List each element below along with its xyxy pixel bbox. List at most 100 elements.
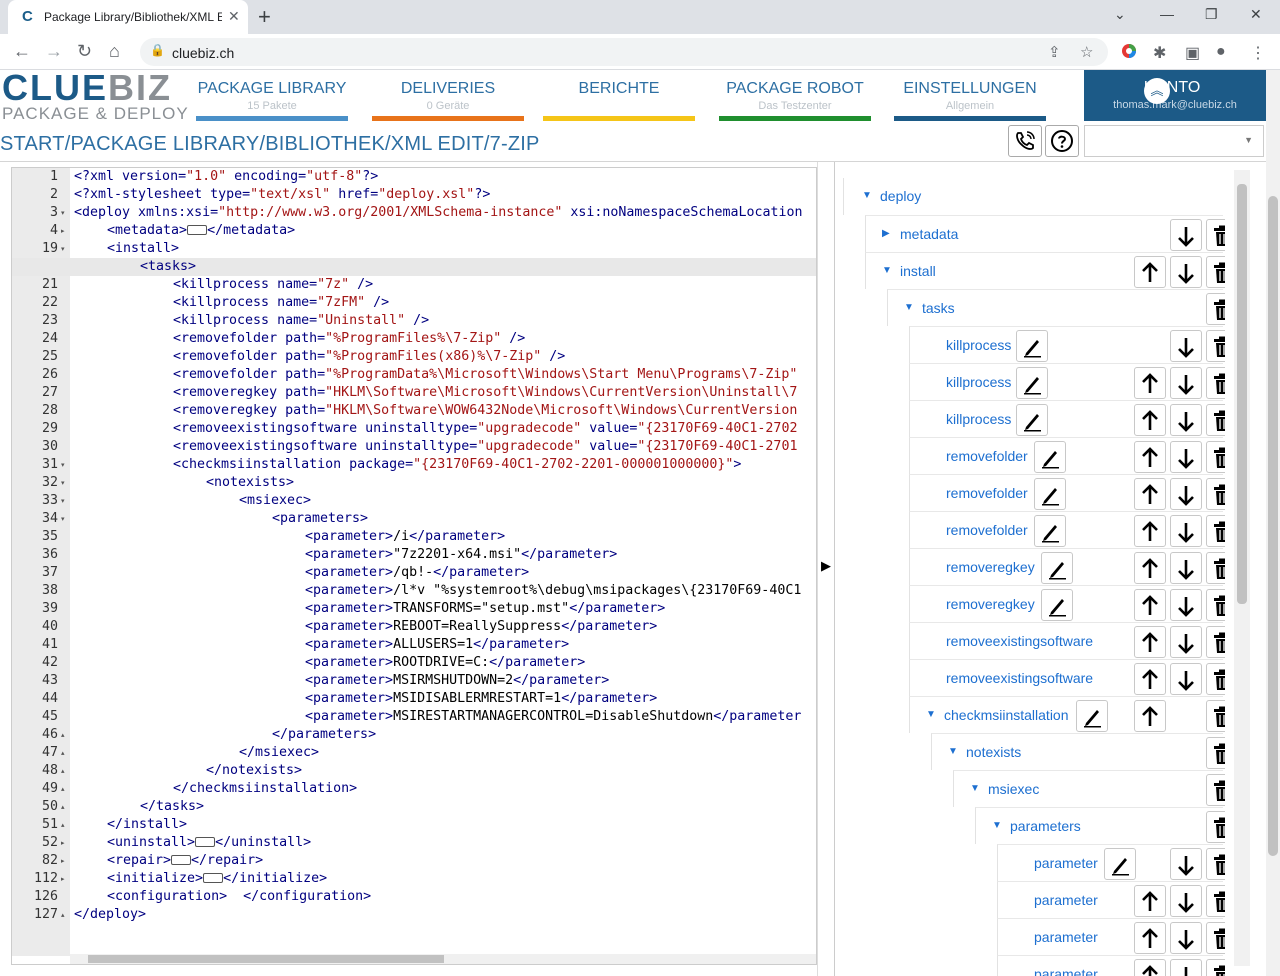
move-down-button[interactable] xyxy=(1170,885,1202,917)
code-line[interactable]: </notexists> xyxy=(206,763,303,778)
close-tab-icon[interactable]: ✕ xyxy=(228,8,240,24)
code-line[interactable]: <removeexistingsoftware uninstalltype="u… xyxy=(173,439,798,454)
scrollbar-thumb[interactable] xyxy=(1237,184,1247,604)
tree-node-parameter[interactable]: parameter xyxy=(997,881,1225,918)
code-line[interactable]: <removefolder path="%ProgramData%\Micros… xyxy=(173,367,798,382)
move-up-button[interactable] xyxy=(1134,404,1166,436)
code-line[interactable]: <parameters> xyxy=(272,511,369,526)
tree-node-label[interactable]: parameters xyxy=(1010,818,1081,834)
move-down-button[interactable] xyxy=(1170,552,1202,584)
move-down-button[interactable] xyxy=(1170,256,1202,288)
move-down-button[interactable] xyxy=(1170,626,1202,658)
new-tab-icon[interactable]: + xyxy=(258,4,271,29)
color-extension-icon[interactable] xyxy=(1121,43,1137,64)
code-line[interactable]: <deploy xmlns:xsi="http://www.w3.org/200… xyxy=(74,205,803,220)
tree-node-notexists[interactable]: ▼notexists xyxy=(931,733,1225,770)
expand-right-icon[interactable]: ▶ xyxy=(821,558,831,573)
expanded-caret-icon[interactable]: ▼ xyxy=(992,820,1002,831)
code-line[interactable]: <checkmsiinstallation package="{23170F69… xyxy=(173,457,742,472)
minimize-icon[interactable]: — xyxy=(1160,6,1174,22)
tree-node-killprocess[interactable]: killprocess xyxy=(909,326,1225,363)
fold-toggle-icon[interactable]: ▴ xyxy=(61,732,65,739)
code-line[interactable]: </checkmsiinstallation> xyxy=(173,781,358,796)
move-down-button[interactable] xyxy=(1170,848,1202,880)
forward-icon[interactable]: → xyxy=(45,41,63,61)
move-down-button[interactable] xyxy=(1170,330,1202,362)
tree-node-parameter[interactable]: parameter xyxy=(997,844,1225,881)
code-line[interactable]: <msiexec> xyxy=(239,493,312,508)
fold-toggle-icon[interactable]: ▾ xyxy=(61,498,65,505)
folded-widget-icon[interactable] xyxy=(195,837,216,847)
code-line[interactable]: <removefolder path="%ProgramFiles%\7-Zip… xyxy=(173,331,526,346)
delete-button[interactable] xyxy=(1206,256,1225,288)
tree-node-label[interactable]: tasks xyxy=(922,300,955,316)
code-line[interactable]: <configuration> </configuration> xyxy=(107,889,372,904)
delete-button[interactable] xyxy=(1206,663,1225,695)
code-line[interactable]: <parameter>MSIRMSHUTDOWN=2</parameter> xyxy=(305,673,610,688)
code-line[interactable]: <parameter>ROOTDRIVE=C:</parameter> xyxy=(305,655,586,670)
code-line[interactable]: <parameter>TRANSFORMS="setup.mst"</param… xyxy=(305,601,666,616)
tree-node-install[interactable]: ▼install xyxy=(865,252,1225,289)
tree-node-label[interactable]: killprocess xyxy=(946,337,1012,353)
move-up-button[interactable] xyxy=(1134,589,1166,621)
delete-button[interactable] xyxy=(1206,959,1225,976)
move-down-button[interactable] xyxy=(1170,367,1202,399)
edit-button[interactable] xyxy=(1034,441,1066,473)
move-down-button[interactable] xyxy=(1170,663,1202,695)
nav-package-library[interactable]: PACKAGE LIBRARY 15 Pakete xyxy=(196,70,348,121)
fold-toggle-icon[interactable]: ▾ xyxy=(61,462,65,469)
extensions-icon[interactable]: ✱ xyxy=(1153,45,1167,62)
code-line[interactable]: <killprocess name="Uninstall" /> xyxy=(173,313,430,328)
move-down-button[interactable] xyxy=(1170,922,1202,954)
support-call-button[interactable] xyxy=(1008,125,1042,157)
code-line[interactable]: </deploy> xyxy=(74,907,147,922)
tree-node-label[interactable]: removeregkey xyxy=(946,559,1035,575)
fold-toggle-icon[interactable]: ▾ xyxy=(61,480,65,487)
move-up-button[interactable] xyxy=(1134,626,1166,658)
move-up-button[interactable] xyxy=(1134,922,1166,954)
code-line[interactable]: <parameter>/l*v "%systemroot%\debug\msip… xyxy=(305,583,802,598)
tree-node-label[interactable]: removefolder xyxy=(946,485,1028,501)
move-down-button[interactable] xyxy=(1170,219,1202,251)
xml-code-editor[interactable]: 123▾4▸19▾20▾2122232425262728293031▾32▾33… xyxy=(11,167,817,965)
delete-button[interactable] xyxy=(1206,811,1225,843)
fold-toggle-icon[interactable]: ▸ xyxy=(61,228,65,235)
delete-button[interactable] xyxy=(1206,515,1225,547)
move-down-button[interactable] xyxy=(1170,441,1202,473)
scrollbar-thumb[interactable] xyxy=(1268,196,1278,856)
move-up-button[interactable] xyxy=(1134,515,1166,547)
move-up-button[interactable] xyxy=(1134,256,1166,288)
tree-node-parameter[interactable]: parameter xyxy=(997,955,1225,976)
tree-node-msiexec[interactable]: ▼msiexec xyxy=(953,770,1225,807)
code-line[interactable]: </install> xyxy=(107,817,188,832)
tree-node-label[interactable]: metadata xyxy=(900,226,959,242)
code-line[interactable]: <parameter>MSIRESTARTMANAGERCONTROL=Disa… xyxy=(305,709,802,724)
tree-node-killprocess[interactable]: killprocess xyxy=(909,363,1225,400)
tree-node-killprocess[interactable]: killprocess xyxy=(909,400,1225,437)
tree-node-label[interactable]: parameter xyxy=(1034,929,1098,945)
fold-toggle-icon[interactable]: ▴ xyxy=(61,822,65,829)
tree-node-label[interactable]: deploy xyxy=(880,188,922,204)
delete-button[interactable] xyxy=(1206,404,1225,436)
tree-node-removefolder[interactable]: removefolder xyxy=(909,511,1225,548)
logo[interactable]: CLUEBIZ xyxy=(2,70,172,106)
tree-node-parameter[interactable]: parameter xyxy=(997,918,1225,955)
edit-button[interactable] xyxy=(1016,367,1048,399)
tree-node-removefolder[interactable]: removefolder xyxy=(909,437,1225,474)
expanded-caret-icon[interactable]: ▼ xyxy=(882,265,892,276)
code-line[interactable]: <parameter>/i</parameter> xyxy=(305,529,506,544)
delete-button[interactable] xyxy=(1206,885,1225,917)
code-line[interactable]: <repair></repair> xyxy=(107,853,264,868)
code-line[interactable]: <notexists> xyxy=(206,475,295,490)
profile-icon[interactable]: ● xyxy=(1216,43,1226,60)
move-down-button[interactable] xyxy=(1170,515,1202,547)
edit-button[interactable] xyxy=(1041,552,1073,584)
tree-node-label[interactable]: killprocess xyxy=(946,374,1012,390)
move-down-button[interactable] xyxy=(1170,959,1202,976)
folded-widget-icon[interactable] xyxy=(203,873,224,883)
code-line[interactable]: <removeregkey path="HKLM\Software\WOW643… xyxy=(173,403,798,418)
restore-icon[interactable]: ❐ xyxy=(1205,6,1218,22)
tree-node-label[interactable]: killprocess xyxy=(946,411,1012,427)
tree-node-tasks[interactable]: ▼tasks xyxy=(887,289,1225,326)
tree-node-label[interactable]: msiexec xyxy=(988,781,1040,797)
